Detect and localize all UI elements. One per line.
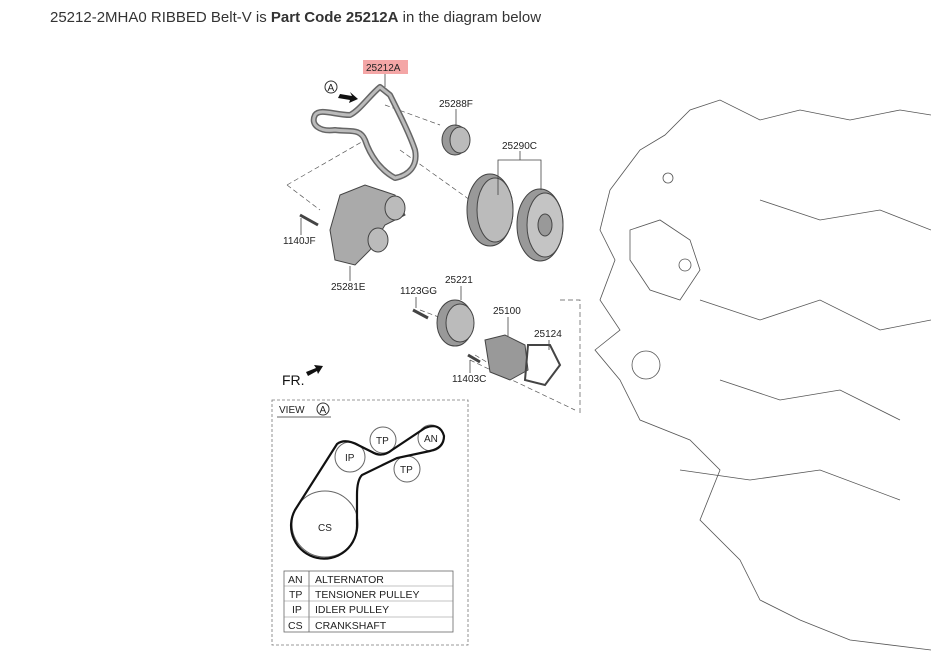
pulley-tp2-label: TP [400,465,413,476]
legend-code: TP [289,589,302,601]
label-25290C[interactable]: 25290C [502,141,537,152]
view-marker-label: A [328,83,335,94]
tensioner-illustration [299,184,406,266]
view-a-box: VIEW A CS IP TP AN TP AN ALTERNATOR TP T… [271,399,469,646]
water-pump-illustration [412,299,562,387]
pulley-tp1-label: TP [376,436,389,447]
arrow-icon [338,92,358,103]
belt-routing-path [290,425,446,560]
heading-suffix: in the diagram below [398,9,542,26]
label-11403C[interactable]: 11403C [452,374,486,385]
legend-table: AN ALTERNATOR TP TENSIONER PULLEY IP IDL… [283,570,454,633]
engine-outline [594,99,931,651]
front-label: FR. [282,372,305,388]
legend-name: IDLER PULLEY [315,604,389,616]
ribbed-belt-illustration [310,84,419,181]
part-code-text: Part Code 25212A [270,9,399,26]
view-a-marker-icon [324,80,338,94]
pulley-cs-label: CS [318,523,332,534]
label-25221[interactable]: 25221 [445,275,473,286]
label-25124[interactable]: 25124 [534,329,562,340]
legend-code: AN [288,574,303,586]
idler-pulley-illustration [441,124,471,156]
leader-lines [286,104,581,415]
damper-pulley-illustration [466,173,564,262]
label-1123GG[interactable]: 1123GG [400,286,437,297]
legend-name: ALTERNATOR [315,574,384,586]
label-25288F[interactable]: 25288F [439,99,473,110]
legend-code: IP [292,604,302,616]
view-box-marker: A [320,405,327,416]
legend-name: CRANKSHAFT [315,620,387,632]
pulley-ip-label: IP [345,453,355,464]
highlight-box [363,60,408,74]
page-heading: 25212-2MHA0 RIBBED Belt-V is Part Code 2… [50,9,541,26]
pulley-an-label: AN [424,434,438,445]
part-number-text: 25212-2MHA0 RIBBED Belt-V is [50,9,271,26]
legend-code: CS [288,620,303,632]
view-title: VIEW [279,405,305,416]
label-25100[interactable]: 25100 [493,306,521,317]
label-25281E[interactable]: 25281E [331,282,366,293]
label-1140JF[interactable]: 1140JF [283,236,316,247]
legend-name: TENSIONER PULLEY [315,589,419,601]
label-25212A[interactable]: 25212A [366,63,401,74]
front-arrow-icon [306,365,323,376]
